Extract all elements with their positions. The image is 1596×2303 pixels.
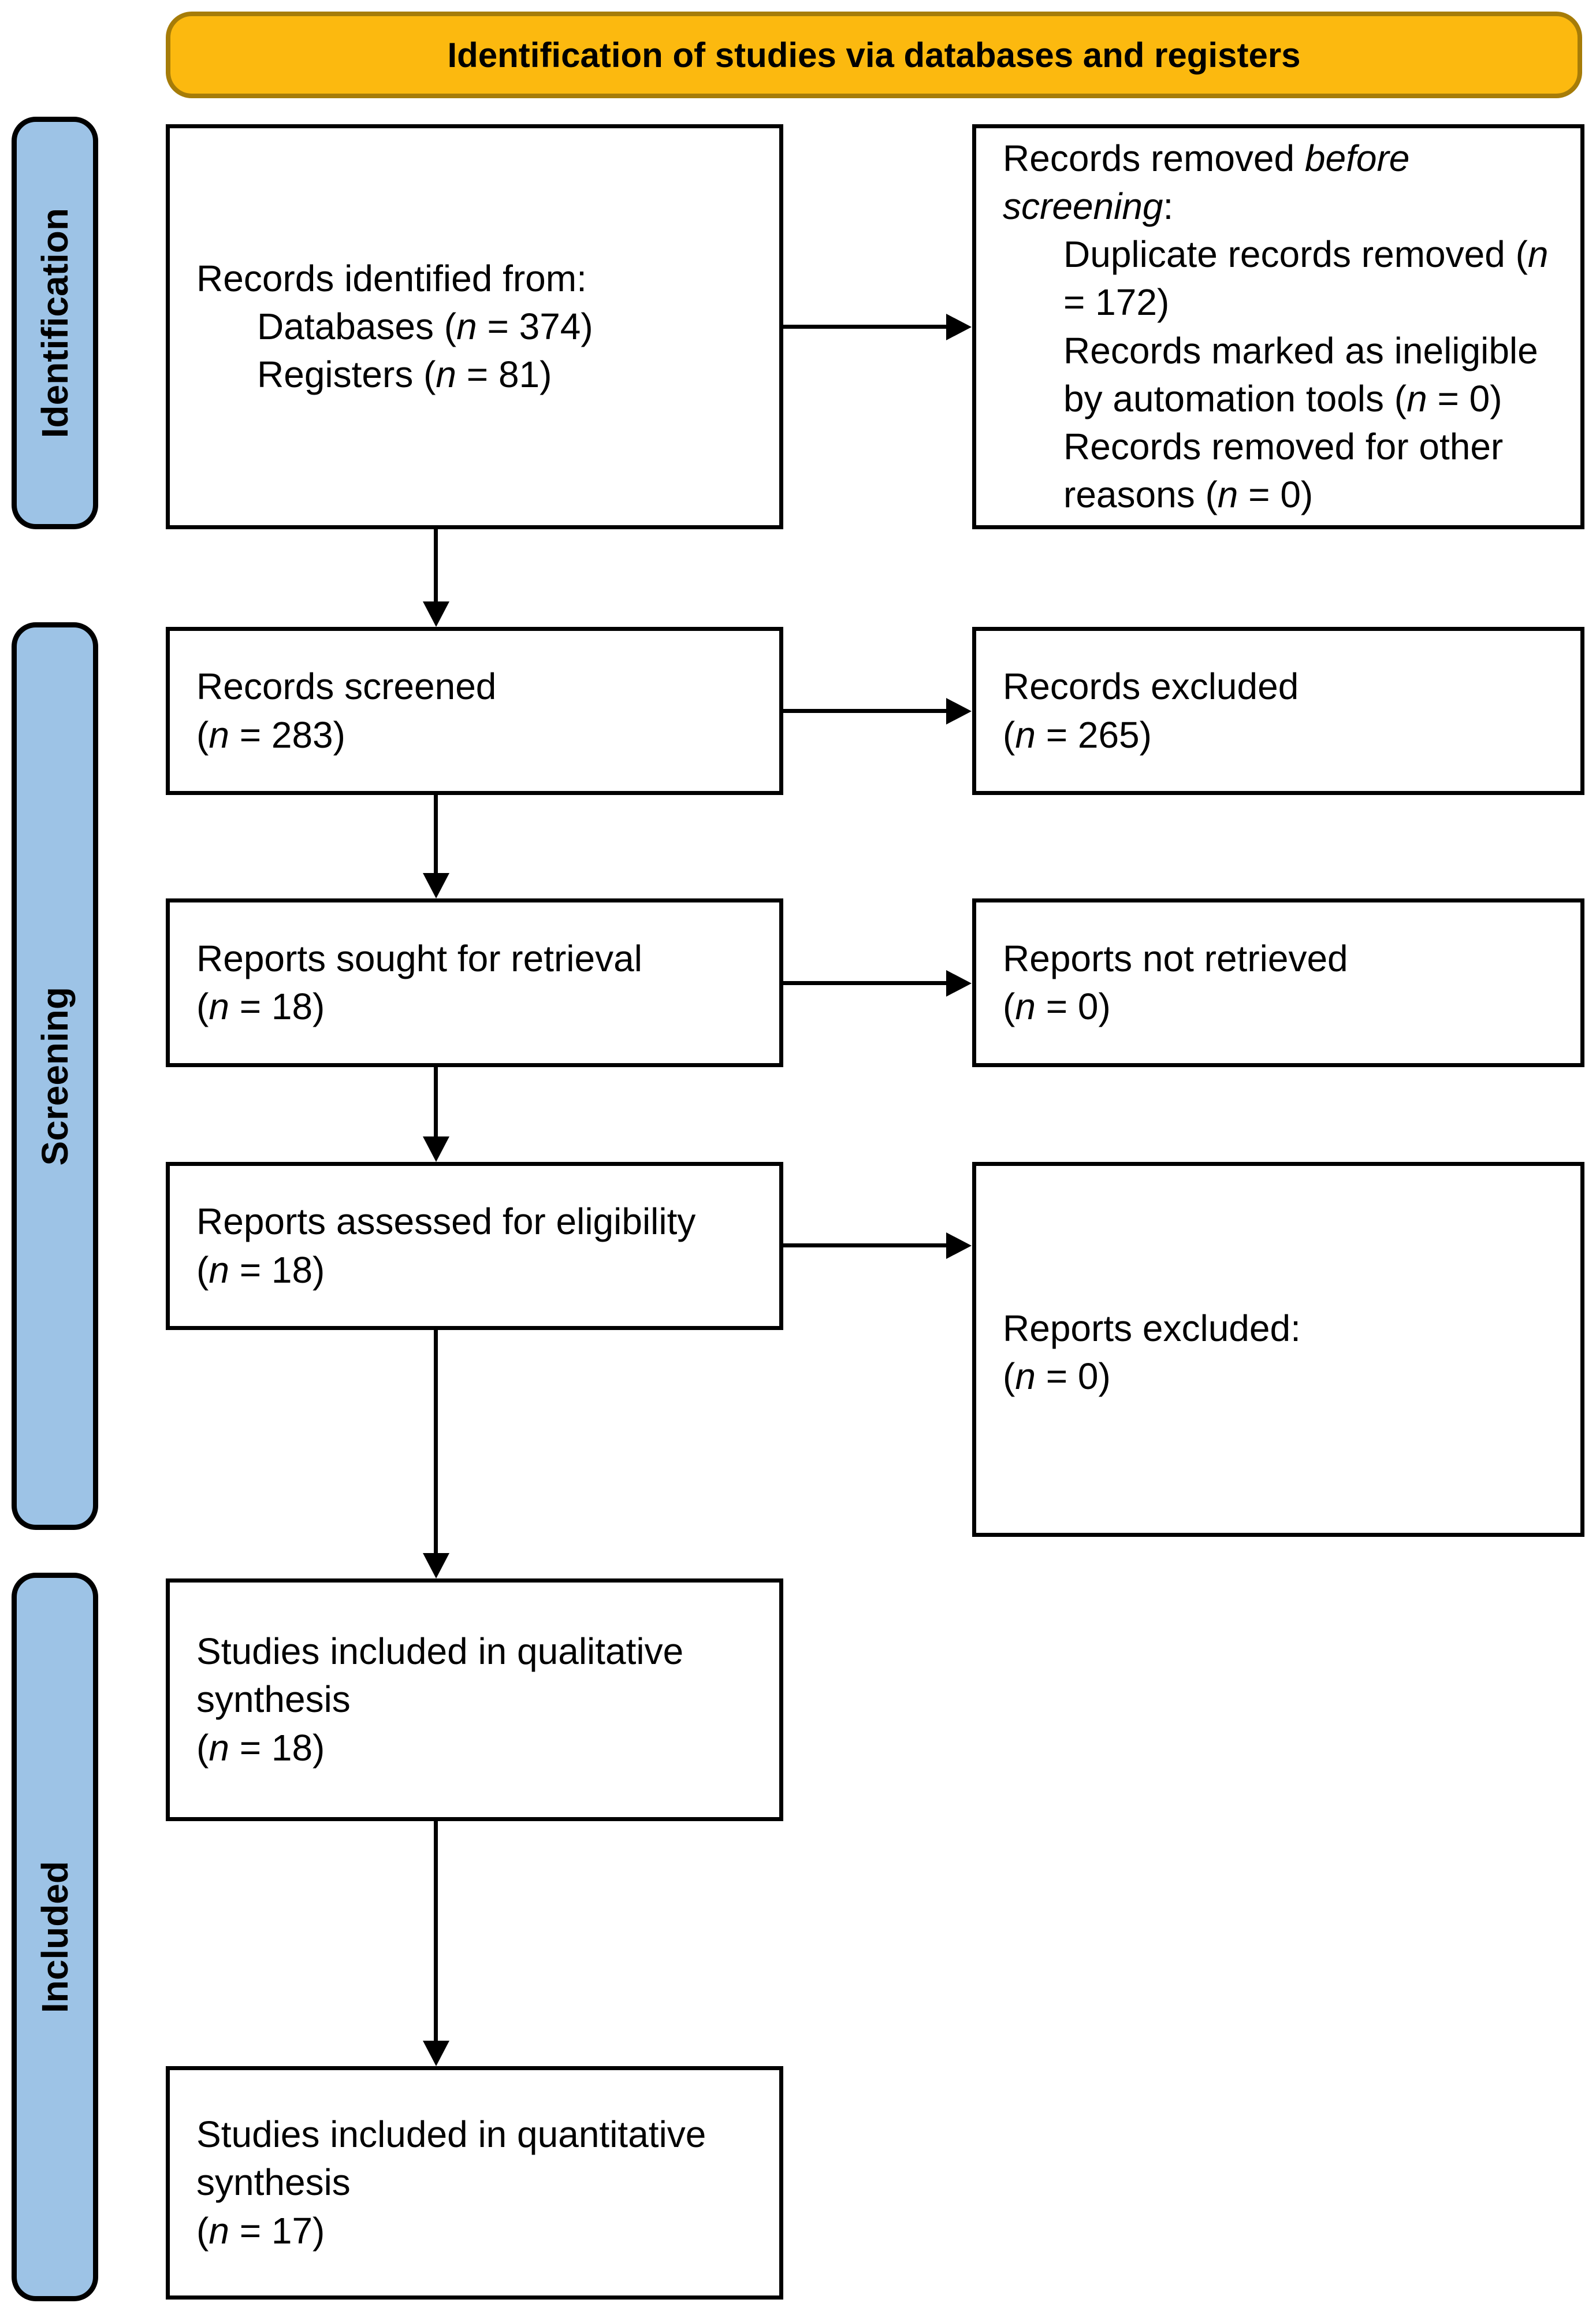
box-reports-excluded: Reports excluded:(n = 0) [972, 1162, 1584, 1537]
arrow-assessed-to-qualitative [434, 1330, 438, 1554]
arrow-sought-to-not-retrieved [783, 981, 947, 985]
arrow-identified-to-removed [783, 325, 947, 329]
stage-label-included: Included [12, 1573, 98, 2301]
arrow-qualitative-to-quantitative [434, 1821, 438, 2042]
title-banner: Identification of studies via databases … [166, 12, 1582, 98]
box-records-excluded: Records excluded(n = 265) [972, 627, 1584, 795]
arrow-screened-to-sought [434, 795, 438, 874]
box-records-screened: Records screened(n = 283) [166, 627, 783, 795]
stage-label-identification: Identification [12, 117, 98, 529]
box-records-identified: Records identified from:Databases (n = 3… [166, 124, 783, 529]
stage-label-screening-text: Screening [34, 986, 76, 1166]
box-reports-assessed-for-eligibility: Reports assessed for eligibility(n = 18) [166, 1162, 783, 1330]
arrow-screened-to-excluded [783, 709, 947, 713]
arrow-identified-to-screened [434, 529, 438, 603]
arrow-assessed-to-reports-excluded [783, 1243, 947, 1247]
arrow-sought-to-assessed [434, 1067, 438, 1138]
stage-label-screening: Screening [12, 622, 98, 1530]
diagram-title: Identification of studies via databases … [447, 35, 1301, 75]
box-reports-sought-for-retrieval: Reports sought for retrieval(n = 18) [166, 898, 783, 1067]
stage-label-identification-text: Identification [34, 207, 76, 439]
stage-label-included-text: Included [34, 1860, 76, 2014]
box-reports-not-retrieved: Reports not retrieved(n = 0) [972, 898, 1584, 1067]
